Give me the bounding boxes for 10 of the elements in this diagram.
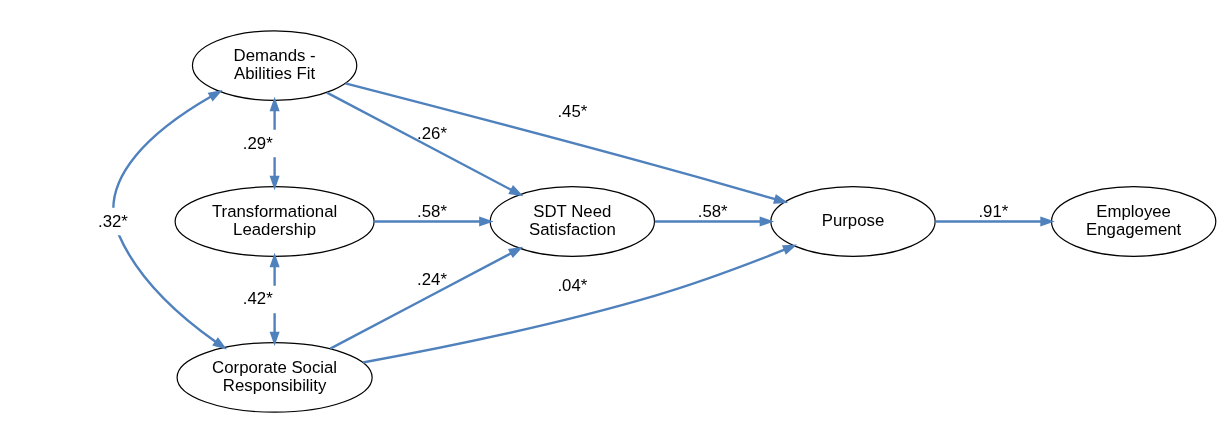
edge-label: .32* — [98, 211, 128, 231]
edge-label: .58* — [697, 201, 728, 221]
edge-label: .58* — [417, 201, 447, 221]
edge-label: .42* — [242, 289, 273, 309]
edge-label: .04* — [557, 276, 588, 296]
edge-label: .26* — [417, 123, 447, 143]
edge-label: .29* — [242, 133, 273, 153]
edge-label: .24* — [417, 270, 447, 290]
edge-label: .45* — [557, 102, 588, 122]
edge-label: .91* — [978, 201, 1009, 221]
